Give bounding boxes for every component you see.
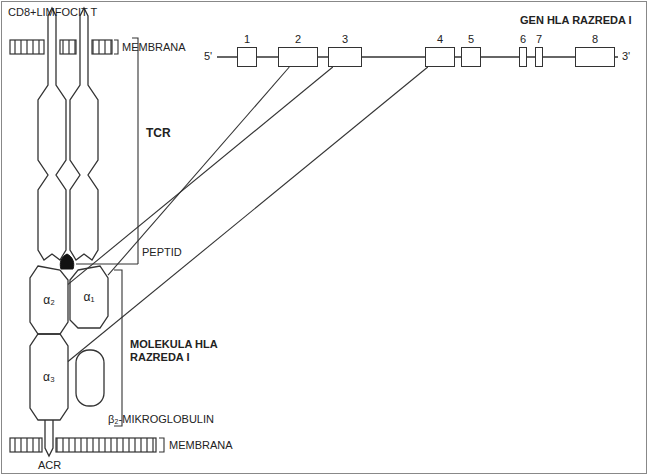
hla-stalk <box>45 420 53 456</box>
bracket <box>159 438 164 452</box>
alpha2-domain: α₂ <box>30 266 68 334</box>
terminus-label: ACR <box>38 459 61 472</box>
exon-box: 7 <box>535 47 543 67</box>
peptide-shape <box>60 254 74 269</box>
leader-line <box>108 67 289 275</box>
exon-number: 8 <box>592 33 598 46</box>
exon-number: 3 <box>342 33 348 46</box>
domain-label: α₃ <box>43 370 55 384</box>
exon-number: 6 <box>520 33 526 46</box>
domain-outline <box>70 266 108 328</box>
alpha1-domain: α₁ <box>70 266 108 328</box>
exon-box: 6 <box>519 47 527 67</box>
b2m-label: β₂-MIKROGLOBULIN <box>108 413 214 426</box>
exon-box: 5 <box>461 47 481 67</box>
domain-label: α₁ <box>84 290 95 304</box>
membrane-top <box>10 40 112 54</box>
tcr-label: TCR <box>146 126 171 140</box>
exon-number: 4 <box>437 33 443 46</box>
tcr-chain <box>70 8 98 260</box>
gene-end-label: 3' <box>622 50 630 63</box>
peptide-leader <box>76 263 138 264</box>
domain-outline <box>30 334 68 420</box>
exon-box: 1 <box>237 47 257 67</box>
exon-box: 8 <box>575 47 615 67</box>
peptide-label: PEPTID <box>142 246 182 259</box>
alpha3-domain: α₃ <box>30 334 68 420</box>
gene-label: GEN HLA RAZREDA I <box>520 14 632 27</box>
b2m-shape <box>76 350 104 406</box>
leader-line <box>68 67 333 284</box>
exon-box: 3 <box>328 47 362 67</box>
tcr-chain <box>38 8 66 260</box>
exon-number: 7 <box>536 33 542 46</box>
membrane-label: MEMBRANA <box>122 41 186 54</box>
exon-number: 2 <box>295 33 301 46</box>
cell-label: CD8+LIMFOCIT T <box>8 6 97 19</box>
gene-end-label: 5' <box>204 50 212 63</box>
exon-number: 1 <box>244 33 250 46</box>
membrane-bottom <box>10 438 156 452</box>
exon-box: 2 <box>278 47 318 67</box>
bracket <box>114 270 122 426</box>
membrane-label: MEMBRANA <box>169 439 233 452</box>
domain-label: α₂ <box>43 293 55 307</box>
leader-line <box>68 67 428 362</box>
exon-box: 4 <box>425 47 455 67</box>
molecule-label: MOLEKULA HLA RAZREDA I <box>130 338 235 364</box>
exon-number: 5 <box>468 33 474 46</box>
bracket <box>114 40 118 54</box>
domain-outline <box>30 266 68 334</box>
